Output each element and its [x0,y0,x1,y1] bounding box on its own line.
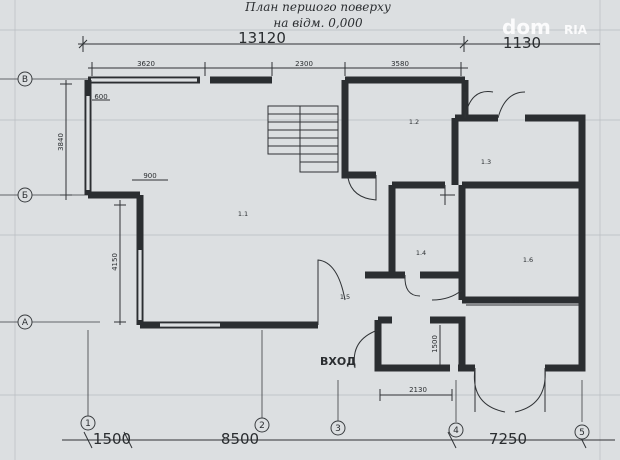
axis-col-5: 5 [579,428,585,438]
room-label-1-2: 1.2 [409,118,419,126]
watermark-logo: dom RIA [502,15,588,39]
dim-label-3900: 3900 [511,297,529,305]
room-labels: 1.1 1.2 1.3 1.4 1.5 1.6 [238,118,533,301]
dim-label-1500-vertical: 1500 [431,335,439,353]
dim-label-8500: 8500 [221,430,259,448]
dim-label-900: 900 [143,172,156,180]
exterior-walls [84,76,586,372]
dim-label-1130: 1130 [503,34,541,52]
dim-label-2130: 2130 [409,386,427,394]
dim-label-3620: 3620 [137,60,155,68]
room-label-1-5: 1.5 [340,293,350,301]
dim-label-2300: 2300 [295,60,313,68]
watermark-brand: dom [502,15,551,39]
room-label-1-1: 1.1 [238,210,248,218]
dimension-overall-top: 13120 1130 [78,29,600,52]
axis-row-a: А [22,318,29,328]
door-swings [317,91,546,413]
interior-dimensions: 600 900 3900 1500 2130 [92,93,580,401]
axis-row-b: В [22,75,28,85]
axis-row-markers: В Б А [0,71,100,330]
plan-title: План першого поверху [244,0,391,14]
dim-label-3840: 3840 [57,133,65,151]
dimension-segments-top: 3620 2300 3580 [88,60,468,76]
axis-col-3: 3 [335,424,341,434]
dim-label-3580: 3580 [391,60,409,68]
axis-col-4: 4 [453,426,459,436]
dim-label-600: 600 [94,93,107,101]
watermark-brand-suffix: RIA [564,23,588,37]
room-label-1-3: 1.3 [481,158,491,166]
dim-label-7250: 7250 [489,430,527,448]
entrance-label: ВХОД [320,355,356,368]
axis-column-markers: 1 2 3 4 5 [80,330,590,440]
axis-row-b2: Б [22,191,28,201]
staircase [267,105,339,173]
room-label-1-4: 1.4 [416,249,426,257]
room-label-1-6: 1.6 [523,256,533,264]
dim-label-13120: 13120 [238,29,286,47]
plan-subtitle: на відм. 0,000 [273,16,363,30]
axis-col-2: 2 [259,421,265,431]
dimension-left: 3840 4150 [57,80,126,325]
dim-label-4150: 4150 [111,253,119,271]
axis-col-1: 1 [85,419,91,429]
dimension-bottom: 1500 8500 7250 [62,430,615,449]
dim-label-1500-bottom: 1500 [93,430,131,448]
